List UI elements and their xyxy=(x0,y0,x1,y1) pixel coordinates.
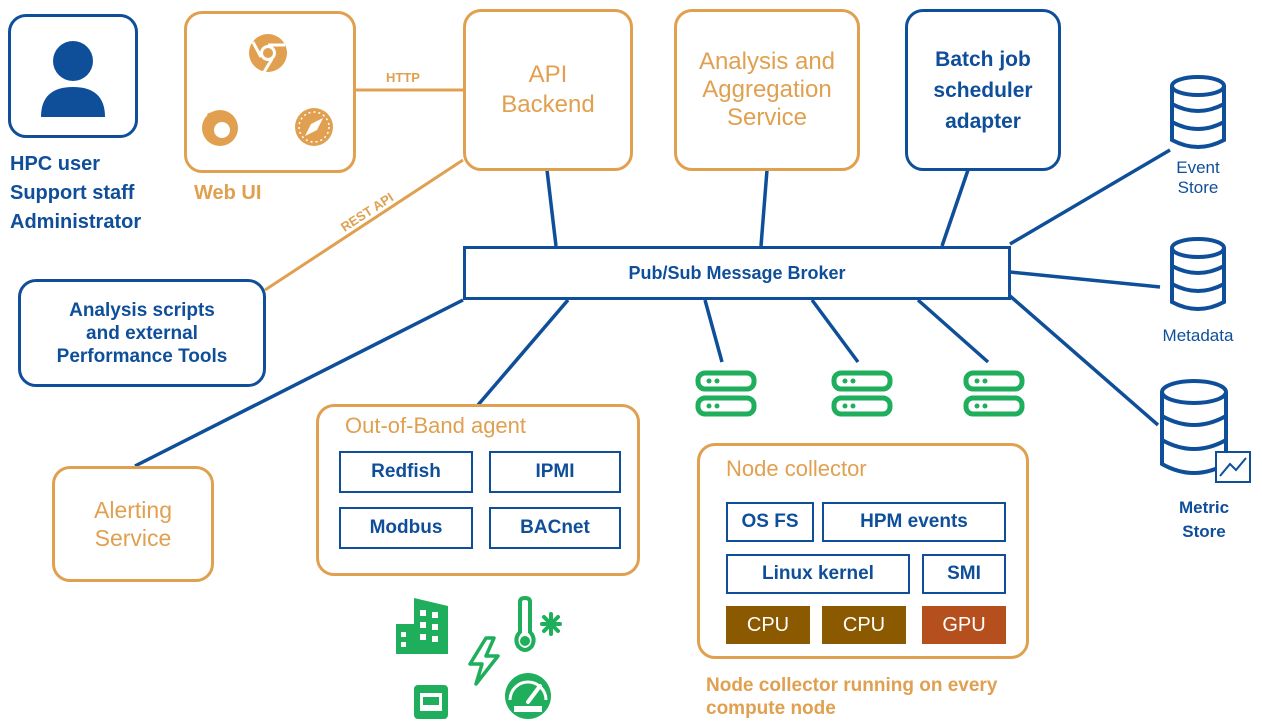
oob-item-bacnet[interactable]: BACnet xyxy=(489,507,621,549)
message-broker[interactable]: Pub/Sub Message Broker xyxy=(463,246,1011,300)
analysis-service-box[interactable]: Analysis and Aggregation Service xyxy=(674,9,860,171)
database-chart-icon xyxy=(1160,379,1251,483)
server-icon xyxy=(695,370,757,417)
metric-store-label: Metric Store xyxy=(1178,498,1230,541)
analysis-broker-link xyxy=(759,169,769,247)
alerting-service-box[interactable]: Alerting Service xyxy=(52,466,214,582)
api-backend-box[interactable]: API Backend xyxy=(463,9,633,171)
cpu-chip: CPU xyxy=(726,606,810,644)
http-link-label: HTTP xyxy=(386,70,420,85)
network-port-icon xyxy=(414,685,448,719)
oob-item-modbus[interactable]: Modbus xyxy=(339,507,473,549)
node-collector-title: Node collector xyxy=(726,456,867,481)
oob-agent-title: Out-of-Band agent xyxy=(345,413,527,438)
firefox-icon xyxy=(202,110,238,146)
oob-agent-box[interactable]: Out-of-Band agent Redfish IPMI Modbus BA… xyxy=(316,404,640,576)
power-icon xyxy=(468,636,500,686)
user-role: Administrator xyxy=(10,211,142,233)
collector-item-linux-kernel[interactable]: Linux kernel xyxy=(726,554,910,594)
chrome-icon xyxy=(249,34,287,73)
user-role: HPC user xyxy=(10,153,101,175)
node-collector-box[interactable]: Node collector OS FS HPM events Linux ke… xyxy=(697,443,1029,659)
web-ui-box[interactable] xyxy=(184,11,356,173)
node-collector-caption: Node collector running on every compute … xyxy=(706,675,998,719)
web-ui-label: Web UI xyxy=(194,182,262,204)
batch-scheduler-adapter-box[interactable]: Batch job scheduler adapter xyxy=(905,9,1061,171)
metadata-label: Metadata xyxy=(1162,326,1234,345)
user-role: Support staff xyxy=(10,182,135,204)
database-icon xyxy=(1170,75,1226,149)
server-icon xyxy=(963,370,1025,417)
person-icon xyxy=(41,41,105,117)
event-store-link xyxy=(1009,148,1171,246)
user-roles: HPC user Support staff Administrator xyxy=(10,150,141,237)
server3-broker-link xyxy=(916,298,990,364)
oob-item-redfish[interactable]: Redfish xyxy=(339,451,473,493)
api-broker-link xyxy=(545,169,558,247)
collector-item-hpm-events[interactable]: HPM events xyxy=(822,502,1006,542)
rest-api-link xyxy=(264,158,464,292)
gauge-icon xyxy=(505,673,551,719)
alerting-broker-link xyxy=(134,298,464,468)
server2-broker-link xyxy=(810,298,860,364)
building-icon xyxy=(396,598,448,654)
batch-broker-link xyxy=(940,169,970,247)
oob-item-ipmi[interactable]: IPMI xyxy=(489,451,621,493)
collector-item-os-fs[interactable]: OS FS xyxy=(726,502,814,542)
thermometer-snow-icon xyxy=(514,596,562,652)
database-icon xyxy=(1170,237,1226,311)
metric-store-link xyxy=(1008,294,1160,427)
analysis-scripts-box[interactable]: Analysis scripts and external Performanc… xyxy=(18,279,266,387)
event-store-label: Event Store xyxy=(1176,158,1220,197)
collector-item-smi[interactable]: SMI xyxy=(922,554,1006,594)
server1-broker-link xyxy=(703,299,724,363)
server-icon xyxy=(831,370,893,417)
oob-broker-link xyxy=(476,298,570,407)
user-icon-box xyxy=(8,14,138,138)
cpu-chip: CPU xyxy=(822,606,906,644)
safari-icon xyxy=(295,108,333,146)
metadata-link xyxy=(1009,270,1161,289)
gpu-chip: GPU xyxy=(922,606,1006,644)
